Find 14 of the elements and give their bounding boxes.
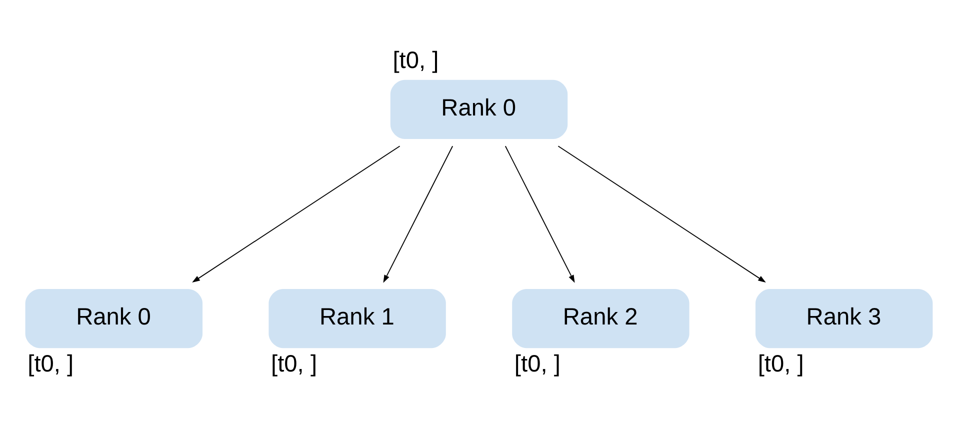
arrow [558,146,766,283]
arrow [192,146,400,283]
node-label: [t0, ] [392,48,439,74]
arrow [383,146,454,283]
arrow [504,146,575,283]
node-label: [t0, ] [271,352,318,378]
node-box: Rank 3 [755,289,933,348]
node-label: [t0, ] [514,352,560,378]
node-box: Rank 1 [268,289,446,348]
node-label: [t0, ] [28,352,74,378]
node-label: [t0, ] [758,352,804,378]
node-box: Rank 0 [390,80,568,139]
node-box: Rank 0 [25,289,203,348]
node-box: Rank 2 [512,289,690,348]
